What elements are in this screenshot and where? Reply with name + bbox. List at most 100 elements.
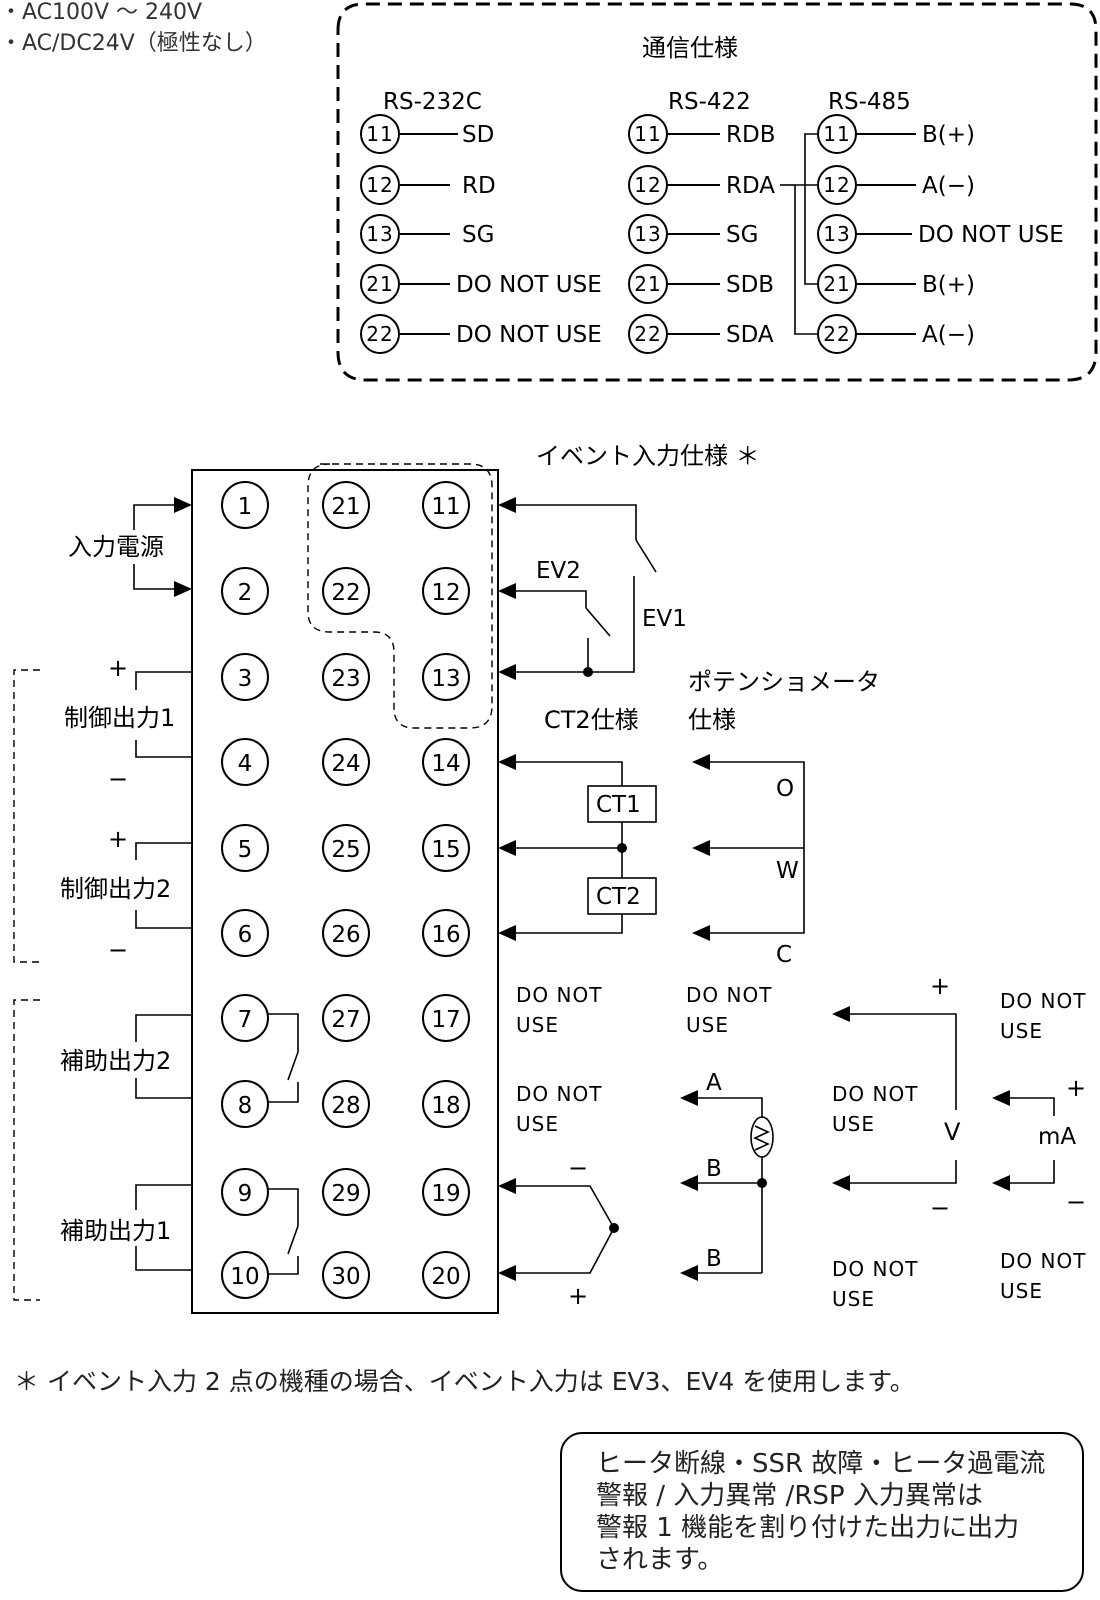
rs232c-pins: 11 12 13 21 22 SD RD SG DO NOT USE DO NO… bbox=[360, 114, 602, 354]
pin-signal: SG bbox=[726, 222, 758, 248]
terminal-number: 30 bbox=[331, 1264, 360, 1290]
terminal-circle bbox=[422, 824, 470, 872]
tc-plus-sign: + bbox=[568, 1282, 588, 1310]
comm-spec-frame bbox=[336, 2, 1098, 382]
do-not-use-line2: USE bbox=[1000, 1019, 1043, 1043]
note-line: 警報 1 機能を割り付けた出力に出力 bbox=[596, 1513, 1020, 1543]
terminal-circle bbox=[221, 567, 269, 615]
pin-number: 22 bbox=[366, 322, 393, 346]
aux-output2-wiring bbox=[135, 1013, 299, 1103]
pin-number: 13 bbox=[634, 222, 661, 246]
rs422-label: RS-422 bbox=[668, 89, 751, 115]
rtd-element-icon bbox=[750, 1116, 774, 1158]
tc-minus-sign: − bbox=[568, 1154, 588, 1182]
terminal-number: 5 bbox=[238, 837, 253, 863]
pin-number: 11 bbox=[634, 122, 661, 146]
aux-output1-wiring bbox=[135, 1184, 299, 1275]
terminal-number: 18 bbox=[431, 1093, 460, 1119]
terminal-circle bbox=[628, 314, 668, 354]
terminal-number: 12 bbox=[431, 580, 460, 606]
terminal-circle bbox=[628, 114, 668, 154]
terminal-circle bbox=[221, 824, 269, 872]
terminal-circle bbox=[322, 481, 370, 529]
power-spec-line1: ・AC100V 〜 240V bbox=[0, 0, 202, 25]
rtd-a-label: A bbox=[706, 1070, 722, 1096]
pin-signal: SG bbox=[462, 222, 494, 248]
power-input-wiring bbox=[133, 497, 192, 597]
do-not-use-line2: USE bbox=[832, 1112, 875, 1136]
terminal-number: 28 bbox=[331, 1093, 360, 1119]
terminal-number: 23 bbox=[331, 666, 360, 692]
rs485-pins: 11 12 13 21 22 B(+) A(−) DO NOT USE B(+)… bbox=[780, 114, 1064, 354]
ct2-box bbox=[587, 877, 657, 915]
terminal-circle bbox=[817, 165, 857, 205]
current-input-wiring bbox=[992, 1090, 1055, 1191]
power-spec-line2: ・AC/DC24V（極性なし） bbox=[0, 31, 267, 56]
terminal-number: 6 bbox=[238, 922, 253, 948]
pin-number: 11 bbox=[823, 122, 850, 146]
terminal-block bbox=[191, 469, 499, 1314]
terminal-number: 4 bbox=[238, 751, 253, 777]
pot-o-label: O bbox=[776, 776, 794, 802]
terminal-number: 16 bbox=[431, 922, 460, 948]
rtd-b-label: B bbox=[706, 1156, 722, 1182]
output-group-bracket bbox=[13, 669, 40, 963]
note-line: 警報 / 入力異常 /RSP 入力異常は bbox=[596, 1481, 983, 1511]
terminal-circle bbox=[628, 264, 668, 304]
pin-signal: B(+) bbox=[922, 122, 975, 148]
aux-output1-label: 補助出力1 bbox=[60, 1217, 171, 1245]
event-input-title: イベント入力仕様 ＊ bbox=[536, 442, 760, 470]
terminal-number: 19 bbox=[431, 1181, 460, 1207]
pin-signal: B(+) bbox=[922, 272, 975, 298]
terminal-number: 11 bbox=[431, 494, 460, 520]
event-input-footnote: ＊ イベント入力 2 点の機種の場合、イベント入力は EV3、EV4 を使用しま… bbox=[14, 1367, 915, 1396]
pin-signal: SDA bbox=[726, 322, 774, 348]
voltage-v-label: V bbox=[944, 1118, 961, 1146]
terminal-number: 24 bbox=[331, 751, 360, 777]
pin-number: 22 bbox=[634, 322, 661, 346]
note-line: されます。 bbox=[596, 1545, 724, 1575]
terminal-number: 9 bbox=[238, 1181, 253, 1207]
terminal-circle bbox=[221, 994, 269, 1042]
terminal-circle bbox=[817, 264, 857, 304]
output-group-bracket bbox=[13, 999, 40, 1301]
event-input-wiring bbox=[498, 497, 657, 680]
terminal-number: 21 bbox=[331, 494, 360, 520]
pin-number: 12 bbox=[634, 173, 661, 197]
voltage-minus-sign: − bbox=[930, 1194, 950, 1222]
pot-w-label: W bbox=[776, 858, 799, 884]
ct1-box bbox=[587, 785, 657, 823]
plus-sign: + bbox=[108, 654, 128, 682]
pin-number: 13 bbox=[823, 222, 850, 246]
do-not-use-line1: DO NOT bbox=[1000, 1249, 1086, 1273]
terminal-columns bbox=[221, 481, 470, 1299]
terminal-circle bbox=[360, 264, 400, 304]
do-not-use-line2: USE bbox=[516, 1013, 559, 1037]
terminal-number: 13 bbox=[431, 666, 460, 692]
terminal-circle bbox=[322, 824, 370, 872]
rs485-label: RS-485 bbox=[828, 89, 911, 115]
do-not-use-line1: DO NOT bbox=[686, 983, 772, 1007]
ct1-label: CT1 bbox=[596, 792, 641, 818]
terminal-circle bbox=[322, 567, 370, 615]
pin-signal: RDB bbox=[726, 122, 775, 148]
terminal-circle bbox=[422, 909, 470, 957]
do-not-use-group: DO NOT USE DO NOT USE DO NOT USE DO NOT … bbox=[516, 983, 1086, 1311]
pin-signal: DO NOT USE bbox=[918, 222, 1064, 248]
note-line: ヒータ断線・SSR 故障・ヒータ過電流 bbox=[596, 1449, 1046, 1479]
terminal-number: 20 bbox=[431, 1264, 460, 1290]
ev1-label: EV1 bbox=[642, 606, 687, 632]
terminal-circle bbox=[322, 1080, 370, 1128]
current-minus-sign: − bbox=[1066, 1188, 1086, 1216]
terminal-circle bbox=[221, 909, 269, 957]
terminal-circle bbox=[817, 214, 857, 254]
terminal-circle bbox=[422, 1251, 470, 1299]
terminal-circle bbox=[322, 1168, 370, 1216]
control-output2-label: 制御出力2 bbox=[60, 875, 171, 903]
do-not-use-line2: USE bbox=[686, 1013, 729, 1037]
control-output1-wiring bbox=[135, 671, 192, 758]
terminal-circle bbox=[422, 653, 470, 701]
pin-number: 13 bbox=[366, 222, 393, 246]
terminal-number: 2 bbox=[238, 580, 253, 606]
rtd-b-label: B bbox=[706, 1246, 722, 1272]
